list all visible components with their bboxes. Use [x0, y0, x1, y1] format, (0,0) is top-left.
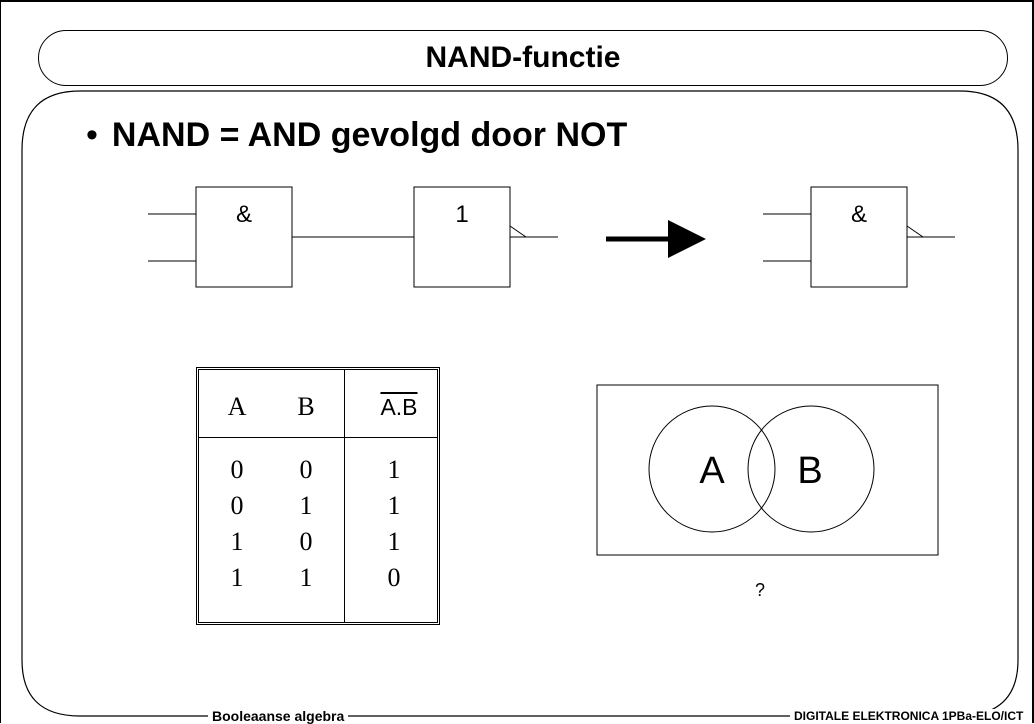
- bullet-dot-icon: •: [86, 116, 98, 154]
- venn-universe: [596, 384, 939, 556]
- tt-cell: 1: [299, 491, 313, 520]
- tt-cell: 0: [230, 491, 244, 520]
- tt-header-divider: [199, 437, 437, 438]
- and-gate-symbol: &: [236, 201, 252, 228]
- tt-column-divider: [344, 370, 345, 622]
- nand-gate-symbol: &: [851, 201, 867, 228]
- footer-course: DIGITALE ELEKTRONICA 1PBa-ELO/ICT: [790, 709, 1028, 723]
- tt-cell: 0: [299, 527, 313, 556]
- tt-cell: 1: [387, 527, 401, 556]
- not-gate-symbol: 1: [455, 201, 468, 228]
- content-panel-border: [21, 90, 1019, 717]
- nand-inversion-mark: [906, 225, 924, 238]
- not-inversion-mark: [509, 225, 527, 238]
- nand-gate: &: [763, 186, 955, 288]
- tt-header-nand: A.B: [380, 394, 418, 420]
- tt-cell: 1: [230, 563, 244, 592]
- tt-cell: 0: [387, 563, 401, 592]
- venn-label-b: B: [797, 450, 822, 492]
- slide-title: NAND-functie: [425, 41, 621, 74]
- tt-cell: 1: [299, 563, 313, 592]
- tt-cell: 0: [299, 455, 313, 484]
- and-gate: &: [148, 186, 293, 288]
- bullet-item: • NAND = AND gevolgd door NOT: [86, 116, 627, 155]
- tt-header-a: A: [227, 392, 247, 421]
- tt-cell: 1: [387, 455, 401, 484]
- tt-header-b: B: [297, 392, 315, 421]
- footer-topic: Booleaanse algebra: [208, 709, 349, 723]
- venn-label-a: A: [699, 450, 725, 492]
- bullet-text: NAND = AND gevolgd door NOT: [111, 116, 628, 154]
- tt-cell: 1: [387, 491, 401, 520]
- venn-caption: ?: [755, 580, 766, 600]
- right-arrow-icon: [606, 220, 706, 258]
- tt-cell: 0: [230, 455, 244, 484]
- tt-cell: 1: [230, 527, 244, 556]
- venn-circle-a: [648, 405, 776, 533]
- not-gate: 1: [413, 186, 558, 288]
- venn-diagram: A B: [596, 384, 939, 556]
- venn-circle-b: [747, 405, 875, 533]
- truth-table: A B A.B 0 0 1 0 1 1 1 0 1 1 1 0: [196, 367, 440, 625]
- title-box: [38, 30, 1008, 86]
